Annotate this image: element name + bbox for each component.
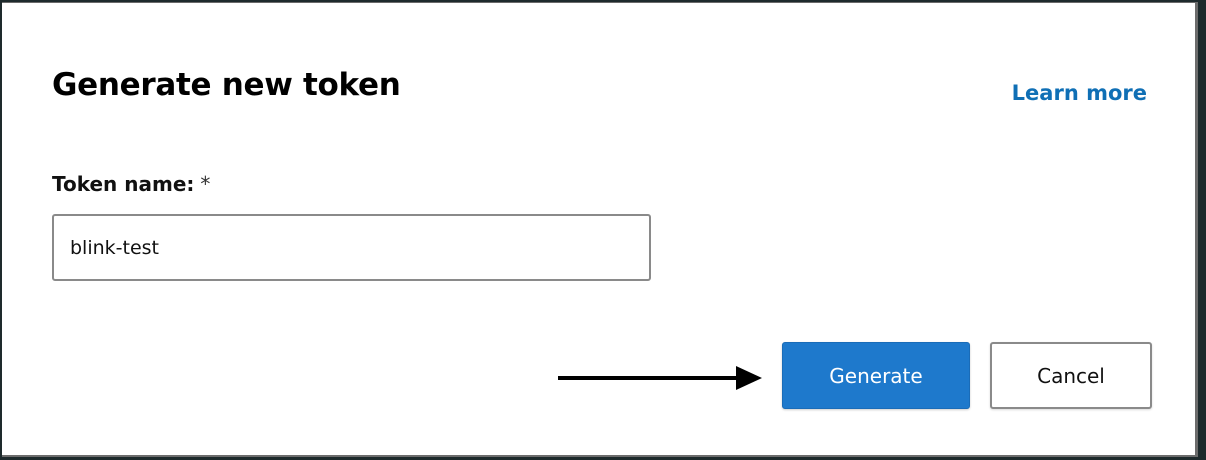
cancel-button[interactable]: Cancel: [990, 342, 1152, 409]
token-name-label-text: Token name:: [52, 172, 195, 196]
token-name-input[interactable]: [52, 214, 651, 281]
learn-more-link[interactable]: Learn more: [1011, 81, 1147, 105]
token-name-label: Token name:*: [52, 172, 210, 196]
required-marker: *: [200, 172, 211, 196]
arrow-right-icon: [558, 366, 762, 390]
generate-button[interactable]: Generate: [782, 342, 970, 409]
dialog-title: Generate new token: [52, 67, 401, 103]
